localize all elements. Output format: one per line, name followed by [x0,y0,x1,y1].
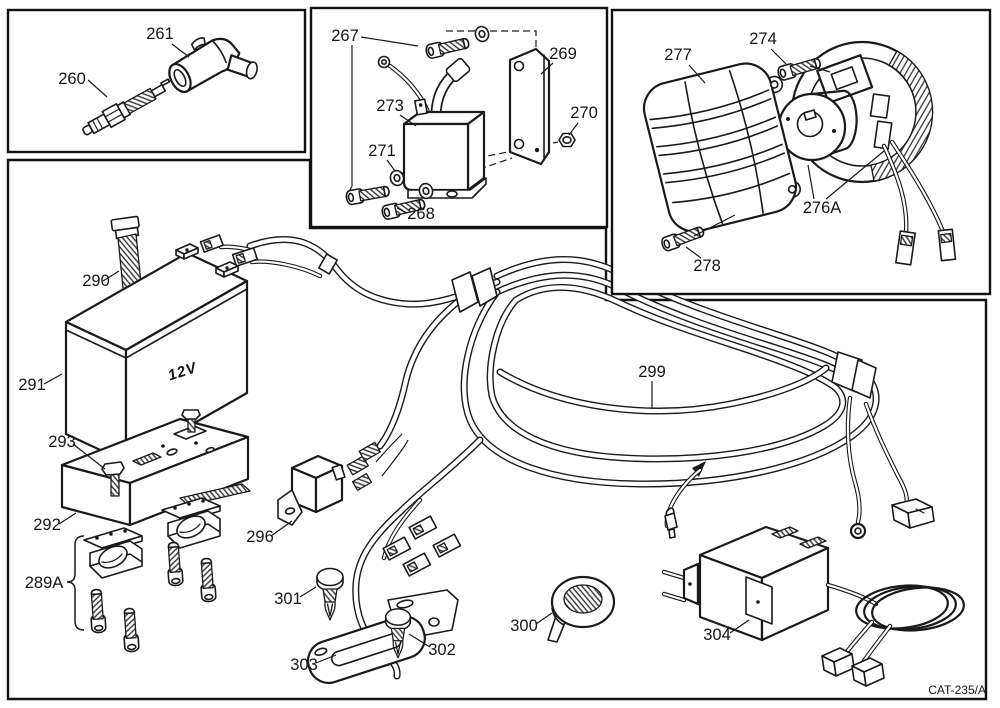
part-label-270: 270 [570,104,598,122]
part-label-296: 296 [246,528,274,546]
tray-bolt [101,461,125,497]
part-label-278: 278 [693,257,721,275]
wiring-harness [199,234,935,680]
part-label-269: 269 [549,45,577,63]
relay [277,454,346,526]
battery-terminal-icon [175,243,199,260]
harness-band-icon [831,351,877,399]
battery-spade-connector-icon [231,247,259,267]
flywheel-cover [642,62,801,233]
part-label-290: 290 [82,272,110,290]
part-label-302: 302 [428,641,456,659]
spark-plug [82,78,171,136]
part-label-277: 277 [664,46,692,64]
part-label-292: 292 [33,516,61,534]
coil-mounting-plate [508,47,551,166]
part-label-300: 300 [510,617,538,635]
part-label-267: 267 [331,27,359,45]
ignition-coil-panel [309,6,609,229]
relay-connectors [346,433,409,491]
battery-tray [60,409,251,527]
catalog-code: CAT-235/A [928,683,986,697]
rotor [777,89,858,162]
part-label-261: 261 [146,25,174,43]
harness-sleeve-icon [451,267,498,313]
part-label-301: 301 [274,590,302,608]
part-label-289A: 289A [25,574,64,592]
stator-leads [869,93,957,266]
part-label-268: 268 [407,205,435,223]
part-label-271: 271 [368,142,396,160]
part-labels: 260 261 267 269 273 270 271 268 274 277 … [18,25,986,697]
part-label-260: 260 [58,70,86,88]
main-panel: 12V [6,158,988,701]
handlebar-clamps [66,497,221,653]
part-label-291: 291 [18,376,46,394]
part-label-299: 299 [638,363,666,381]
charger-connector-icon [851,657,885,687]
tape-roll [547,575,616,643]
leader-lines [43,36,885,664]
battery-spade-connector-icon [199,234,224,253]
harness-connectors [382,515,462,577]
spark-plug-cap [168,37,258,94]
battery-terminal-icon [215,261,239,278]
battery: 12V [64,243,249,464]
flywheel-panel [610,8,992,296]
nut-270 [558,132,576,148]
battery-charger [661,525,965,687]
part-label-274: 274 [749,30,777,48]
part-label-303: 303 [290,656,318,674]
spark-plug-panel [6,8,307,154]
part-label-304: 304 [703,626,731,644]
pickup-coil [816,54,874,105]
part-label-276A: 276A [803,199,842,217]
spade-connector-icon [891,498,935,529]
part-label-293: 293 [48,433,76,451]
cable-clip-icon [318,253,338,275]
brace-289A [66,535,85,631]
part-label-273: 273 [376,97,404,115]
